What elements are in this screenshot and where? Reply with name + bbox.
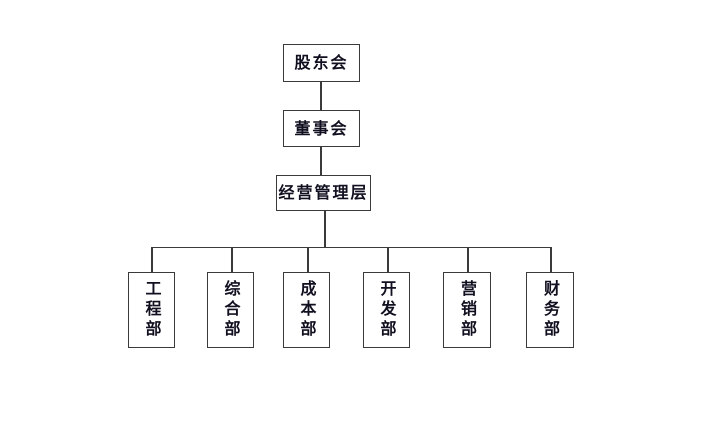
node-engineering-label: 工程部 bbox=[142, 280, 162, 340]
node-development-label: 开发部 bbox=[377, 280, 397, 340]
connector-shareholders-to-board bbox=[320, 82, 322, 111]
connector-drop-engineering bbox=[151, 246, 153, 273]
node-board-label: 董事会 bbox=[294, 118, 349, 138]
node-management[interactable]: 经营管理层 bbox=[276, 175, 371, 211]
connector-drop-marketing bbox=[467, 246, 469, 273]
node-general-affairs-label: 综合部 bbox=[221, 280, 241, 340]
connector-drop-general-affairs bbox=[231, 246, 233, 273]
node-board[interactable]: 董事会 bbox=[283, 110, 360, 147]
node-marketing-label: 营销部 bbox=[458, 280, 477, 340]
connector-drop-development bbox=[387, 246, 389, 273]
node-marketing[interactable]: 营销部 bbox=[443, 272, 491, 348]
connector-drop-finance bbox=[550, 246, 552, 273]
connector-department-bus bbox=[151, 246, 552, 249]
node-shareholders[interactable]: 股东会 bbox=[283, 44, 360, 82]
node-general-affairs[interactable]: 综合部 bbox=[207, 272, 254, 348]
node-management-label: 经营管理层 bbox=[278, 183, 369, 203]
connector-drop-cost bbox=[307, 246, 309, 273]
node-shareholders-label: 股东会 bbox=[294, 53, 349, 73]
node-engineering[interactable]: 工程部 bbox=[128, 272, 175, 348]
node-finance-label: 财务部 bbox=[541, 280, 560, 340]
node-finance[interactable]: 财务部 bbox=[526, 272, 574, 348]
node-cost[interactable]: 成本部 bbox=[283, 272, 330, 348]
connector-management-stem bbox=[324, 210, 326, 248]
node-cost-label: 成本部 bbox=[297, 280, 317, 340]
connector-board-to-management bbox=[320, 146, 322, 176]
node-development[interactable]: 开发部 bbox=[363, 272, 410, 348]
